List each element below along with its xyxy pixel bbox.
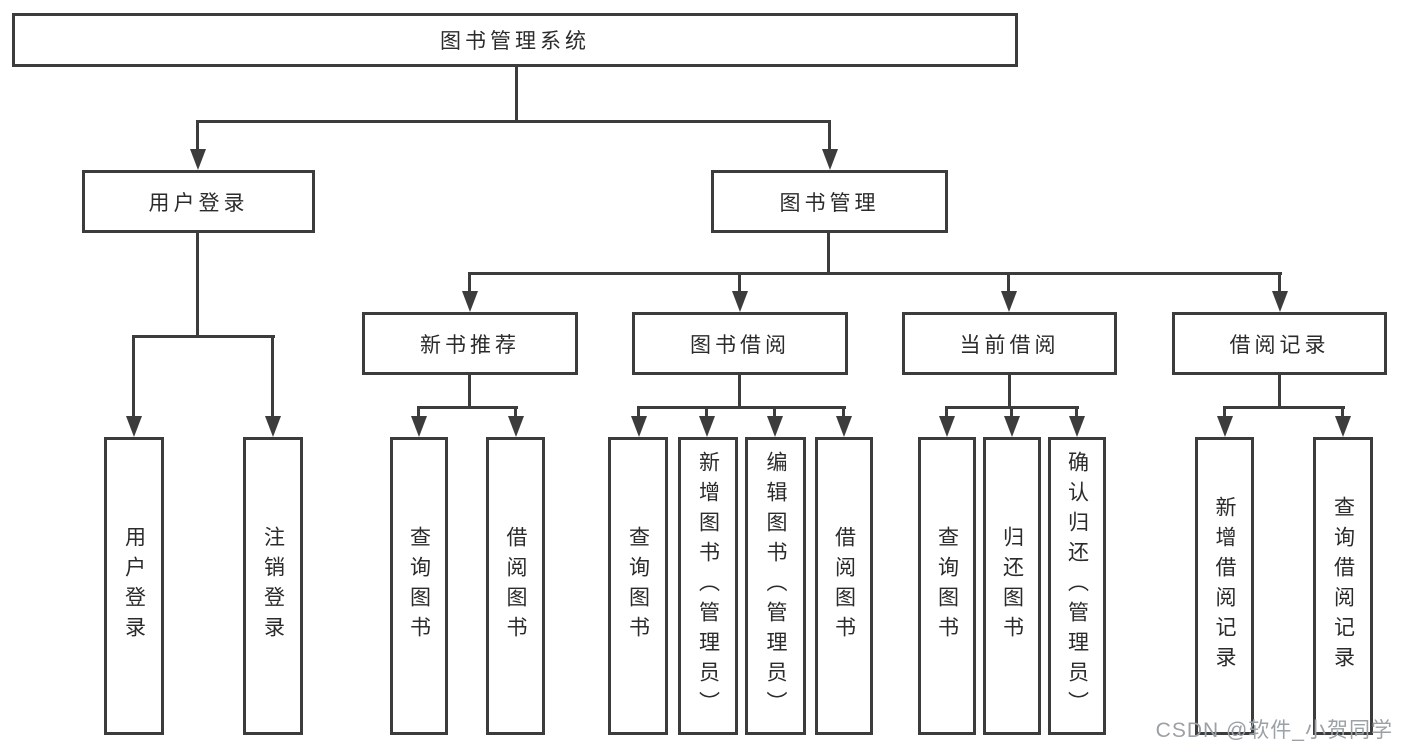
leaf-label: 新增图书（管理员） — [696, 451, 720, 721]
leaf-query-books-current: 查询图书 — [918, 437, 976, 735]
connector-root-drop-right — [828, 120, 831, 152]
arrow-down-icon — [1335, 416, 1351, 437]
arrow-down-icon — [836, 416, 852, 437]
connector-records-rail — [1223, 406, 1345, 409]
watermark: CSDN @软件_小贺同学 — [1155, 719, 1393, 742]
node-user-login: 用户登录 — [82, 170, 315, 233]
leaf-label: 归还图书 — [1000, 526, 1024, 646]
leaf-borrow-books-borrowing: 借阅图书 — [815, 437, 873, 735]
connector-book-mgmt-trunk — [827, 233, 830, 275]
leaf-label: 新增借阅记录 — [1213, 496, 1236, 676]
arrow-down-icon — [1001, 291, 1017, 312]
leaf-label: 借阅图书 — [832, 526, 856, 646]
arrow-down-icon — [190, 149, 206, 170]
leaf-label: 查询图书 — [626, 526, 650, 646]
leaf-label: 借阅图书 — [504, 526, 527, 646]
arrow-down-icon — [1069, 416, 1085, 437]
leaf-return-books: 归还图书 — [983, 437, 1041, 735]
leaf-label: 查询图书 — [935, 526, 959, 646]
leaf-label: 注销登录 — [261, 526, 285, 646]
node-book-management: 图书管理 — [711, 170, 948, 233]
connector-records-drop-1 — [1223, 406, 1226, 418]
node-library-management-system: 图书管理系统 — [12, 13, 1018, 67]
leaf-logout: 注销登录 — [243, 437, 303, 735]
connector-records-trunk — [1278, 375, 1281, 409]
node-current-borrowing: 当前借阅 — [902, 312, 1117, 375]
arrow-down-icon — [126, 416, 142, 437]
connector-current-drop-2 — [1010, 406, 1013, 418]
connector-current-drop-3 — [1075, 406, 1078, 418]
leaf-user-login: 用户登录 — [104, 437, 164, 735]
connector-borrowing-drop-4 — [842, 406, 845, 418]
leaf-edit-book-admin: 编辑图书（管理员） — [745, 437, 806, 735]
connector-new-book-rail — [417, 406, 518, 409]
leaf-confirm-return-admin: 确认归还（管理员） — [1048, 437, 1106, 735]
connector-borrowing-drop-1 — [637, 406, 640, 418]
connector-user-login-drop-2 — [271, 335, 274, 419]
connector-borrowing-rail — [637, 406, 846, 409]
connector-root-drop-left — [196, 120, 199, 152]
arrow-down-icon — [822, 149, 838, 170]
connector-new-book-drop-2 — [514, 406, 517, 418]
arrow-down-icon — [939, 416, 955, 437]
node-borrowing-records: 借阅记录 — [1172, 312, 1387, 375]
arrow-down-icon — [265, 416, 281, 437]
arrow-down-icon — [631, 416, 647, 437]
connector-book-mgmt-drop-3 — [1007, 272, 1010, 294]
node-book-borrowing: 图书借阅 — [632, 312, 848, 375]
connector-book-mgmt-drop-2 — [738, 272, 741, 294]
connector-borrowing-trunk — [738, 375, 741, 409]
leaf-add-borrow-record: 新增借阅记录 — [1195, 437, 1254, 735]
leaf-add-book-admin: 新增图书（管理员） — [678, 437, 738, 735]
arrow-down-icon — [411, 416, 427, 437]
arrow-down-icon — [508, 416, 524, 437]
connector-root-trunk — [515, 67, 518, 120]
arrow-down-icon — [1004, 416, 1020, 437]
connector-records-drop-2 — [1341, 406, 1344, 418]
arrow-down-icon — [1217, 416, 1233, 437]
connector-borrowing-drop-3 — [773, 406, 776, 418]
arrow-down-icon — [699, 416, 715, 437]
connector-new-book-trunk — [468, 375, 471, 409]
connector-borrowing-drop-2 — [705, 406, 708, 418]
connector-user-login-rail — [132, 335, 275, 338]
leaf-label: 查询图书 — [407, 526, 431, 646]
leaf-query-books-recommend: 查询图书 — [390, 437, 448, 735]
leaf-label: 编辑图书（管理员） — [764, 451, 787, 721]
arrow-down-icon — [1272, 291, 1288, 312]
connector-root-rail — [196, 120, 831, 123]
arrow-down-icon — [462, 291, 478, 312]
leaf-query-borrow-record: 查询借阅记录 — [1313, 437, 1373, 735]
connector-new-book-drop-1 — [417, 406, 420, 418]
leaf-label: 用户登录 — [122, 526, 146, 646]
connector-book-mgmt-drop-4 — [1278, 272, 1281, 294]
arrow-down-icon — [732, 291, 748, 312]
connector-user-login-drop-1 — [132, 335, 135, 419]
leaf-borrow-books-recommend: 借阅图书 — [486, 437, 545, 735]
leaf-label: 确认归还（管理员） — [1065, 451, 1089, 721]
connector-current-drop-1 — [945, 406, 948, 418]
leaf-query-books-borrowing: 查询图书 — [608, 437, 668, 735]
arrow-down-icon — [767, 416, 783, 437]
connector-book-mgmt-rail — [468, 272, 1282, 275]
connector-current-trunk — [1008, 375, 1011, 409]
leaf-label: 查询借阅记录 — [1331, 496, 1355, 676]
connector-user-login-trunk — [196, 233, 199, 338]
connector-book-mgmt-drop-1 — [468, 272, 471, 294]
node-new-book-recommendation: 新书推荐 — [362, 312, 578, 375]
